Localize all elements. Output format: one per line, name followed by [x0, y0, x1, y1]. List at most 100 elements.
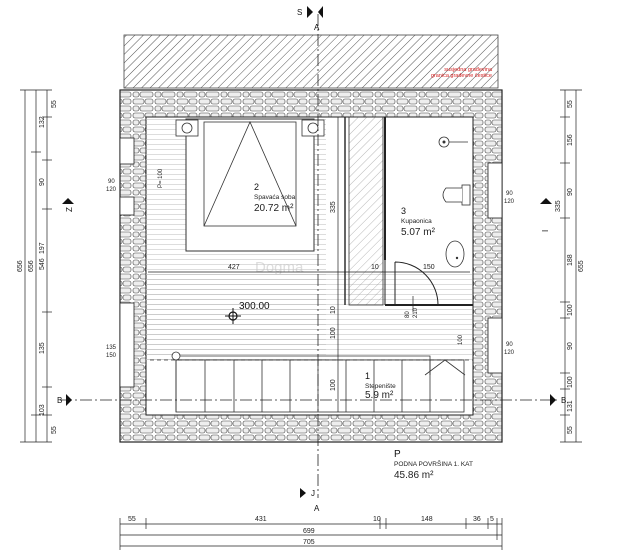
dim-100b: 100: [330, 379, 337, 391]
room-3-number: 3: [401, 206, 406, 216]
win-right-bot-a: 90: [506, 342, 513, 348]
left-dim-inner-4: 135: [39, 342, 46, 354]
win-right-bot-b: 120: [504, 350, 515, 356]
bottom-dim-4: 36: [473, 516, 481, 523]
right-dim-inner-8: 55: [567, 426, 574, 434]
win-left-top-b: 120: [106, 187, 117, 193]
left-dim-mid-1: 546: [39, 258, 46, 270]
room-3-area: 5.07 m²: [401, 227, 436, 238]
interior-dim-lines: [148, 117, 470, 412]
right-dim-inner-3: 188: [567, 254, 574, 266]
room-2-name: Spavaća soba: [254, 194, 296, 201]
bottom-dim-1: 431: [255, 516, 267, 523]
left-dim-inner-0: 55: [51, 100, 58, 108]
bottom-dim-3: 148: [421, 516, 433, 523]
windows-left: [119, 137, 135, 388]
section-marker-b-left: B: [57, 396, 62, 405]
dim-100a: 100: [330, 327, 337, 339]
windows-right: [487, 162, 503, 374]
dim-335: 335: [330, 201, 337, 213]
section-arrow-i: [540, 198, 552, 204]
section-label-a: A: [314, 504, 320, 513]
bathroom-door: [394, 261, 439, 306]
win-left-top-a: 90: [108, 179, 115, 185]
right-dim-inner-5: 90: [567, 342, 574, 350]
nightstand-lamp-right: [307, 122, 319, 134]
left-dim-outer: 656: [17, 260, 24, 272]
bottom-dim-5: 5: [490, 516, 494, 523]
dim-427: 427: [228, 264, 240, 271]
nightstand-left: [175, 119, 199, 137]
toilet-tank: [461, 184, 471, 206]
left-dim-inner-6: 55: [51, 426, 58, 434]
washbasin: [445, 240, 465, 268]
floor-title: PODNA POVRŠINA 1. KAT: [394, 459, 473, 468]
neighbor-note-line2: granica građevne čestice: [431, 73, 492, 79]
wardrobe: [348, 116, 384, 306]
watermark: Dogma: [255, 259, 304, 276]
bottom-total-1: 699: [303, 528, 315, 535]
left-dim-inner-2: 90: [39, 178, 46, 186]
nightstand-lamp-left: [181, 122, 193, 134]
floor-letter: P: [394, 449, 401, 460]
bottom-total-2: 705: [303, 539, 315, 546]
win-right-top-b: 120: [504, 199, 515, 205]
washbasin-drain: [455, 256, 459, 260]
neighbor-building: [123, 34, 499, 89]
section-arrow-top2: [318, 6, 323, 18]
stair-start-dot: [171, 351, 181, 361]
room-2-number: 2: [254, 182, 259, 192]
right-dim-inner-2: 90: [567, 188, 574, 196]
right-dim-inner-0: 55: [567, 100, 574, 108]
dim-150: 150: [423, 264, 435, 271]
right-dim-chains: [560, 89, 582, 443]
bed-cover: [203, 121, 297, 227]
section-arrow-b-right: [550, 394, 556, 406]
right-dim-inner-7: 131: [567, 400, 574, 412]
section-marker-j: J: [311, 489, 315, 498]
shower-drain-dot: [442, 140, 446, 144]
win-left-top-c: P= 100: [158, 168, 164, 188]
win-right-top-a: 90: [506, 191, 513, 197]
level-label: 300.00: [239, 301, 270, 312]
neighbor-note-line1: susjedna građevina: [444, 67, 493, 73]
room-2-area: 20.72 m²: [254, 203, 294, 214]
left-dim-inner-1: 132: [39, 116, 46, 128]
nightstand-right: [301, 119, 325, 137]
toilet-bowl: [442, 187, 462, 203]
section-arrow-b-left: [66, 394, 72, 406]
bottom-dim-chains: [119, 518, 503, 550]
bottom-dim-0: 55: [128, 516, 136, 523]
section-arrow-top: [307, 6, 313, 18]
room-3-name: Kupaonica: [401, 218, 432, 225]
win-left-bot-a: 135: [106, 345, 117, 351]
section-arrow-z: [62, 198, 74, 204]
dim-210: 210: [413, 307, 419, 318]
right-dim-inner-6: 100: [567, 376, 574, 388]
win-left-bot-b: 150: [106, 353, 117, 359]
stair-floor: [146, 272, 472, 360]
section-marker-b-right: B: [561, 396, 566, 405]
left-dim-inner-3: 197: [39, 242, 46, 254]
section-label-top-a: A: [314, 23, 320, 32]
section-marker-z: Z: [65, 207, 74, 212]
dim-10a: 10: [371, 264, 379, 271]
right-dim-mid: 335: [555, 200, 562, 212]
floor-area: 45.86 m²: [394, 470, 434, 481]
right-dim-inner-4: 100: [567, 304, 574, 316]
left-dim-inner-5: 103: [39, 404, 46, 416]
staircase: [150, 355, 473, 413]
dim-10b: 10: [330, 306, 337, 314]
left-dim-chains: [20, 89, 52, 443]
left-dim-mid-0: 656: [28, 260, 35, 272]
room-1-area: 5.9 m²: [365, 390, 394, 401]
section-marker-i: I: [541, 230, 550, 232]
right-dim-outer: 655: [578, 260, 585, 272]
section-arrow-bottom: [300, 488, 306, 498]
right-dim-inner-1: 156: [567, 134, 574, 146]
section-marker-s: S: [297, 8, 302, 17]
room-1-name: Stepenište: [365, 383, 396, 390]
bottom-dim-2: 10: [373, 516, 381, 523]
room-1-number: 1: [365, 371, 370, 381]
